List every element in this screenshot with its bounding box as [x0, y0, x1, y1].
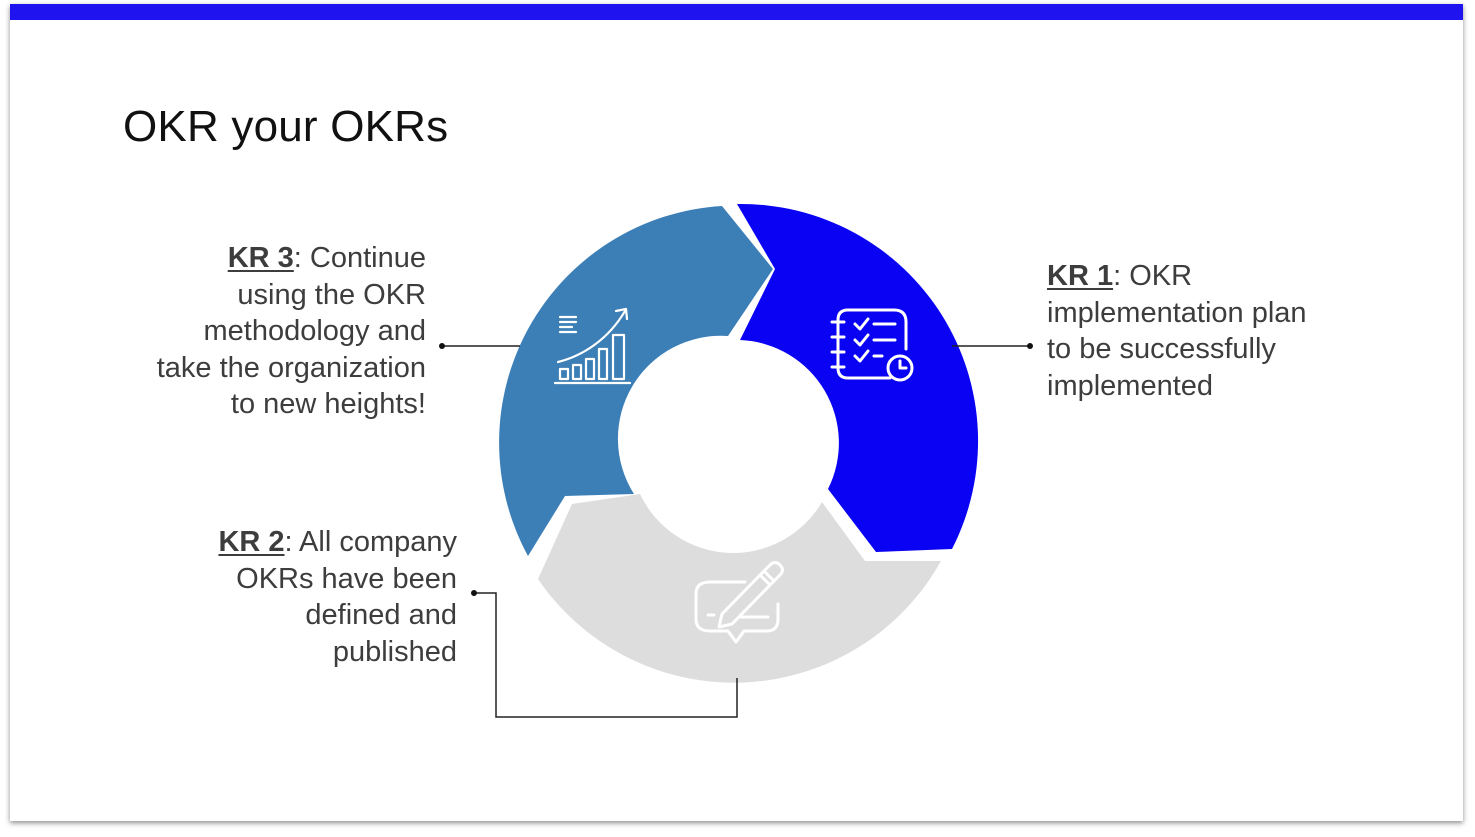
kr2-description: KR 2: All company OKRs have been defined… — [182, 524, 457, 670]
kr1-label: KR 1 — [1047, 260, 1114, 292]
kr3-segment — [499, 206, 773, 556]
kr3-label: KR 3 — [227, 242, 294, 274]
kr1-description: KR 1: OKR implementation plan to be succ… — [1047, 258, 1307, 404]
okr-cycle-diagram — [439, 203, 1033, 718]
connector-kr2 — [471, 590, 738, 718]
kr2-label: KR 2 — [218, 526, 285, 558]
connector-kr3 — [439, 343, 520, 349]
top-accent-bar — [10, 4, 1463, 20]
kr3-text: : Continue using the OKR methodology and… — [156, 242, 426, 420]
kr2-text: : All company OKRs have been defined and… — [236, 526, 457, 668]
kr2-segment — [538, 494, 941, 683]
message-pencil-icon — [694, 561, 784, 644]
checklist-clock-icon — [830, 308, 914, 382]
slide-title: OKR your OKRs — [123, 102, 449, 151]
connector-kr1 — [952, 343, 1033, 349]
growth-chart-icon — [553, 307, 632, 385]
kr3-description: KR 3: Continue using the OKR methodology… — [152, 240, 426, 423]
slide: OKR your OKRs — [10, 4, 1463, 821]
kr1-text: : OKR implementation plan to be successf… — [1047, 260, 1307, 402]
